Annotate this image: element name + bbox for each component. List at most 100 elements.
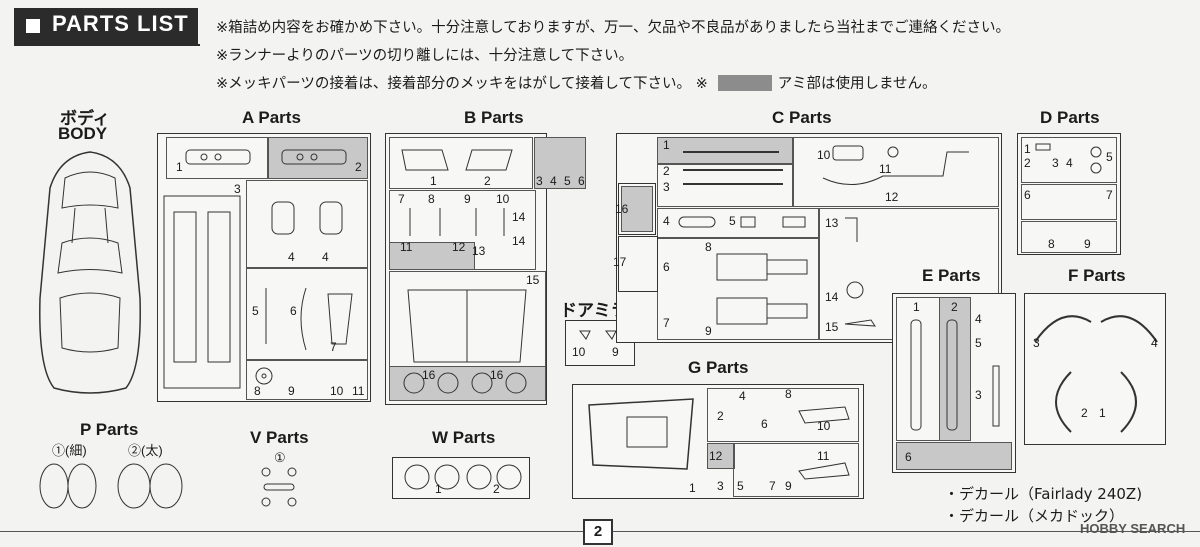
d-parts-8-9-cell [1021,221,1117,253]
shaded-swatch [717,74,772,91]
p-thick-label: ②(太) [128,443,163,458]
body-label-jp: ボディ [60,109,110,128]
c-num-2: 2 [663,164,670,178]
c-parts-4-5-cell [657,208,819,238]
d-parts-6-7-cell [1021,184,1117,220]
v-one-label: ① [274,450,286,465]
page-number: 2 [583,519,613,545]
b-num-10: 10 [496,192,510,206]
note-shaded-unused: アミ部は使用しません。 [777,76,937,92]
a-num-11: 11 [352,384,365,398]
b-lights-cell [389,137,533,189]
b-parts-label: B Parts [464,108,524,127]
m-num-10: 10 [572,345,586,359]
e-num-3: 3 [975,388,982,402]
g-num-10: 10 [817,419,831,433]
c-parts-1-3-trim [683,151,783,185]
w-num-1: 1 [435,482,442,496]
b-num-7: 7 [398,192,405,206]
g-part-1-windshield [588,398,694,470]
f-parts-label: F Parts [1068,266,1126,285]
a-num-2: 2 [355,160,362,174]
b-shocks-drawing [409,208,505,236]
m-num-9: 9 [612,345,619,359]
c-num-8: 8 [705,240,712,254]
square-icon [26,19,40,33]
d-parts-runner: 1 2 3 4 5 6 7 8 9 [1017,133,1121,255]
c-parts-13-15-drawing [844,217,876,327]
c-parts-10-12-cell [793,137,999,207]
b-num-6: 6 [578,174,585,188]
a-num-9: 9 [288,384,295,398]
a-part-2-cell [268,137,368,179]
d-num-7: 7 [1106,188,1113,202]
w-parts-label: W Parts [432,428,496,447]
c-part-17-runner: 17 [613,236,658,292]
a-parts-8-11-cell [246,360,368,400]
w-wheels-drawing [404,464,522,490]
p-thin-label: ①(細) [52,443,87,458]
b-parts-runner: 1 2 3 4 5 6 7 8 9 10 14 14 11 12 13 15 1… [385,133,586,405]
a-parts-5-7-cell [246,268,368,360]
c-num-4: 4 [663,214,670,228]
g-num-4: 4 [739,389,746,403]
g-parts-runner: 1 4 8 2 6 10 12 11 3 5 7 9 [572,384,864,499]
b-num-11: 11 [400,240,413,254]
b-num-16b: 16 [490,368,504,382]
c-engine-blocks [716,253,808,325]
f-num-4: 4 [1151,336,1158,350]
note-plating-text: ※メッキパーツの接着は、接着部分のメッキをはがして接着して下さい。 ※ [216,76,708,92]
a-part-8-steering-wheel [255,367,273,385]
note-runner-cut: ※ランナーよりのパーツの切り離しには、十分注意して下さい。 [216,48,634,64]
c-parts-10-12-drawing [822,145,969,186]
e-bumpers-drawing [910,319,1000,431]
d-num-2: 2 [1024,156,1031,170]
g-num-5: 5 [737,479,744,493]
a-num-4a: 4 [288,250,295,264]
c-num-9: 9 [705,324,712,338]
b-wheels-cell [389,366,546,401]
a-parts-label: A Parts [242,108,301,127]
a-part-2-dashboard [281,149,347,165]
w-parts-runner: 1 2 [392,457,530,499]
d-num-9: 9 [1084,237,1091,251]
a-part-4-seat-right [319,201,343,235]
a-num-4b: 4 [322,250,329,264]
b-parts-3-6-cell [534,137,586,189]
a-num-10: 10 [330,384,344,398]
e-num-2: 2 [951,300,958,314]
a-num-7: 7 [330,340,337,354]
e-part-2-cell [939,297,971,441]
g-lenses-drawing [798,406,850,480]
c-num-13: 13 [825,216,839,230]
note-plating: ※メッキパーツの接着は、接着部分のメッキをはがして接着して下さい。 ※ アミ部は… [216,72,937,93]
b-parts-1-2-lights [401,149,513,171]
b-num-14a: 14 [512,210,526,224]
v-parts-drawing [261,467,297,507]
b-num-16a: 16 [422,368,436,382]
d-num-5: 5 [1106,150,1113,164]
a-num-3: 3 [234,182,241,196]
c-num-7: 7 [663,316,670,330]
b-num-2: 2 [484,174,491,188]
decal-mechadoc: ・デカール（メカドック） [944,507,1125,525]
g-num-1: 1 [689,481,696,495]
parts-list-title: PARTS LIST [52,11,189,36]
c-num-12: 12 [885,190,899,204]
g-num-7: 7 [769,479,776,493]
c-num-3: 3 [663,180,670,194]
e-parts-runner: 1 2 4 5 3 6 [892,293,1016,473]
a-num-1: 1 [176,160,183,174]
g-num-12: 12 [709,449,723,463]
e-num-1: 1 [913,300,920,314]
title-underline [14,44,200,46]
c-num-14: 14 [825,290,839,304]
c-parts-4-5-drawing [678,216,806,228]
c-num-15: 15 [825,320,839,334]
e-num-4: 4 [975,312,982,326]
p-tires-drawing [39,463,183,509]
b-num-1: 1 [430,174,437,188]
c-part-16-runner: 16 [615,183,656,235]
c-num-11: 11 [879,162,892,176]
b-num-9: 9 [464,192,471,206]
